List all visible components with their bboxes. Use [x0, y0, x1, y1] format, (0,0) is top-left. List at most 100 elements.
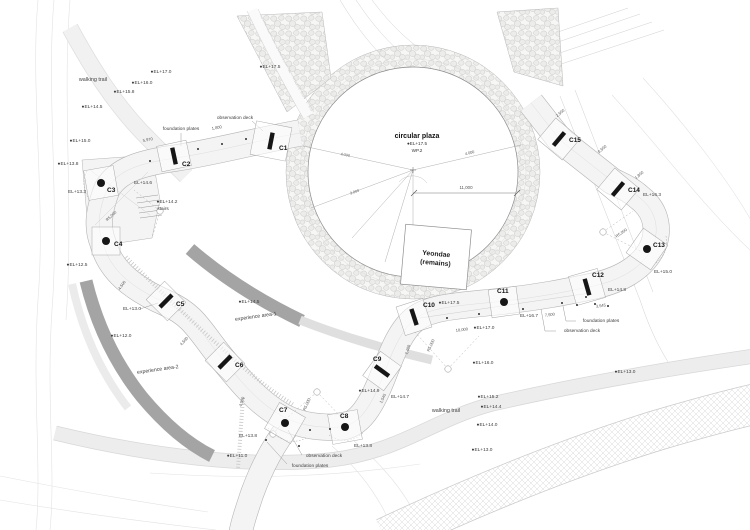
marker-label-C13: C13	[653, 242, 665, 249]
dimension-label: 3,000	[350, 189, 360, 196]
annotation-label: ●EL+16.0	[132, 80, 153, 86]
dimension-label: 7,400	[404, 343, 412, 355]
annotation-label: EL+13.8	[354, 443, 372, 449]
annotation-label: ●EL+14.2	[157, 199, 178, 205]
marker-label-C8: C8	[340, 413, 349, 420]
marker-C15	[551, 131, 567, 147]
annotation-label: ●EL+15.8	[114, 89, 135, 95]
annotation-label: observation deck	[217, 115, 254, 121]
marker-C14	[610, 181, 626, 197]
tick	[329, 428, 331, 430]
annotation-label: ●EL+17.5	[260, 64, 281, 70]
marker-label-C2: C2	[182, 161, 191, 168]
annotation-label: foundation plates	[583, 318, 620, 324]
dimension-label: 4,000	[465, 150, 475, 156]
tick	[265, 439, 267, 441]
marker-label-C6: C6	[235, 362, 244, 369]
annotation-label: ●EL+13.0	[472, 447, 493, 453]
annotation-label: ●EL+14.5	[239, 299, 260, 305]
tick	[245, 138, 247, 140]
tick	[298, 445, 300, 447]
annotation-label: ●EL+14.4	[481, 404, 502, 410]
walking-trail-southeast	[53, 349, 750, 470]
annotation-label: EL+16.7	[520, 313, 538, 319]
dimension-label: R5,000	[614, 227, 628, 239]
marker-label-C15: C15	[569, 137, 581, 144]
tick	[576, 304, 578, 306]
marker-C5	[158, 293, 174, 309]
tick	[309, 429, 311, 431]
yeondae-remains: Yeondae (remains)	[400, 223, 472, 291]
dimension-label: 1,800	[211, 124, 222, 131]
annotation-label: ●EL+17.0	[151, 69, 172, 75]
dimension-label: 4,000	[340, 152, 350, 158]
annotation-label: EL+13.0	[123, 306, 141, 312]
annotation-label: ●EL+16.0	[473, 360, 494, 366]
yeondae-label-line1: Yeondae	[422, 250, 451, 259]
annotation-label: EL+14.7	[391, 394, 409, 400]
dimension-label: 8,500	[597, 143, 608, 154]
dimension-label: 1,545	[378, 392, 387, 404]
annotation-label: ●EL+14.0	[477, 422, 498, 428]
marker-C3	[97, 179, 105, 187]
marker-label-C1: C1	[279, 145, 288, 152]
tick	[478, 313, 480, 315]
marker-label-C7: C7	[279, 407, 288, 414]
annotation-label: experience area-1	[235, 311, 277, 323]
annotation-label: foundation plates	[292, 463, 329, 469]
marker-C1	[267, 132, 275, 150]
annotation-label: ●EL+17.0	[474, 325, 495, 331]
tick	[446, 317, 448, 319]
plaza-title: circular plaza	[395, 133, 440, 140]
tick	[149, 160, 151, 162]
dimension-label: R5,000	[426, 338, 436, 353]
marker-label-C12: C12	[592, 272, 604, 279]
marker-label-C11: C11	[497, 288, 509, 295]
marker-label-C9: C9	[373, 356, 382, 363]
marker-C8	[341, 423, 349, 431]
experience-area-bands	[68, 244, 434, 462]
plaza-labels: circular plaza ●EL+17.5 WP.2	[395, 133, 440, 153]
annotation-label: ●EL+17.5	[439, 300, 460, 306]
annotation-label: stairs	[157, 206, 169, 212]
yeondae-box	[400, 223, 472, 291]
annotation-label: ●EL+15.2	[478, 394, 499, 400]
plaza-radial-lines	[302, 144, 522, 292]
marker-C13	[643, 245, 651, 253]
marker-C12	[582, 278, 592, 296]
annotation-label: ●EL+13.0	[615, 369, 636, 375]
annotation-label: ●EL+15.0	[70, 138, 91, 144]
marker-label-C14: C14	[628, 187, 640, 194]
marker-label-C5: C5	[176, 301, 185, 308]
annotation-label: ●EL+12.5	[67, 262, 88, 268]
annotation-label: EL+15.0	[654, 269, 672, 275]
marker-C10	[409, 308, 419, 326]
tick	[585, 296, 587, 298]
marker-C6	[217, 354, 233, 370]
tick	[221, 143, 223, 145]
marker-label-C10: C10	[423, 302, 435, 309]
annotation-label: EL+13.8	[239, 433, 257, 439]
annotation-label: observation deck	[564, 328, 601, 334]
plaza-waypoint: WP.2	[412, 148, 423, 153]
annotation-label: observation deck	[306, 453, 343, 459]
annotation-label: foundation plates	[163, 126, 200, 132]
marker-C11	[500, 298, 508, 306]
marker-C2	[170, 147, 178, 165]
annotation-label: EL+14.8	[608, 287, 626, 293]
tick	[197, 148, 199, 150]
annotation-label: ●EL+13.8	[58, 161, 79, 167]
annotation-label: EL+13.3	[68, 189, 86, 195]
tick	[561, 302, 563, 304]
tick	[607, 305, 609, 307]
dimension-label: 2,500	[555, 107, 566, 118]
tick	[522, 308, 524, 310]
annotation-label: ●EL+12.0	[111, 333, 132, 339]
annotation-label: ●EL+14.9	[359, 388, 380, 394]
marker-label-C4: C4	[114, 241, 123, 248]
annotation-label: experience area-2	[137, 364, 179, 376]
dimension-ticks	[149, 138, 609, 447]
annotation-label: ●EL+11.0	[227, 453, 248, 459]
annotation-label: walking trail	[431, 408, 460, 414]
marker-C7	[281, 419, 289, 427]
